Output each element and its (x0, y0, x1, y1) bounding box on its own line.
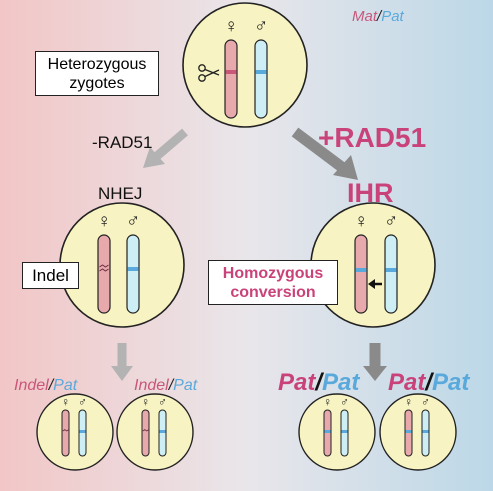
slash-text: / (315, 369, 323, 396)
conversion-arrow-icon (368, 279, 382, 289)
top-zygote-cell (182, 2, 308, 128)
male-symbol: ♂ (421, 395, 430, 409)
pat-text: Pat (53, 377, 78, 394)
pat-pat-label-2: Pat/Pat (388, 371, 469, 395)
box-line-2: conversion (230, 284, 316, 301)
paternal-target-locus (127, 267, 139, 271)
ihr-cell (310, 202, 436, 328)
nhej-cell (59, 202, 185, 328)
heterozygous-zygotes-box: Heterozygous zygotes (35, 51, 159, 96)
converted-locus (355, 268, 367, 272)
pat-maternal-text: Pat (278, 369, 316, 396)
pat-text: Pat (381, 8, 404, 25)
maternal-chromosome (97, 234, 111, 314)
indel-pat-label-2: Indel/Pat (134, 378, 197, 394)
paternal-target-locus (255, 70, 267, 74)
minus-rad51-label: -RAD51 (92, 133, 153, 152)
mat-text: Mat (352, 8, 378, 25)
ihr-title: IHR (347, 178, 394, 208)
paternal-chromosome (126, 234, 140, 314)
female-symbol: ♀ (404, 395, 413, 409)
male-symbol: ♂ (158, 395, 167, 409)
maternal-target-locus (225, 70, 237, 74)
pat-maternal-text: Pat (388, 369, 426, 396)
mat-pat-label: Mat/Pat (352, 9, 404, 24)
slash-text: / (425, 369, 433, 396)
pat-pat-cell-2 (379, 393, 457, 471)
maternal-chromosome (224, 39, 238, 119)
pat-pat-cell-1 (298, 393, 376, 471)
female-symbol: ♀ (141, 395, 150, 409)
indel-mark (99, 264, 109, 272)
female-symbol: ♀ (61, 395, 70, 409)
female-symbol: ♀ (224, 16, 239, 37)
male-symbol: ♂ (126, 211, 141, 232)
indel-pat-cell-2 (116, 393, 194, 471)
female-symbol: ♀ (97, 211, 112, 232)
pat-text: Pat (173, 377, 198, 394)
indel-pat-label-1: Indel/Pat (14, 378, 77, 394)
scissors-icon (198, 64, 220, 82)
indel-pat-cell-1 (36, 393, 114, 471)
maternal-chromosome (354, 234, 368, 314)
male-symbol: ♂ (384, 211, 399, 232)
box-line-1: Heterozygous (47, 56, 147, 73)
male-symbol: ♂ (254, 16, 269, 37)
indel-text: Indel (14, 377, 49, 394)
male-symbol: ♂ (78, 395, 87, 409)
slash-text: / (168, 377, 174, 394)
arrow-minus-rad51 (143, 128, 188, 168)
homozygous-conversion-box: Homozygous conversion (208, 260, 338, 305)
pat-paternal-text: Pat (432, 369, 470, 396)
pat-paternal-text: Pat (322, 369, 360, 396)
arrow-plus-rad51 (291, 127, 358, 180)
paternal-target-locus (385, 268, 397, 272)
plus-rad51-label: +RAD51 (318, 122, 427, 153)
male-symbol: ♂ (340, 395, 349, 409)
pat-pat-label-1: Pat/Pat (278, 371, 359, 395)
indel-box: Indel (22, 262, 79, 289)
female-symbol: ♀ (354, 211, 369, 232)
nhej-title: NHEJ (98, 184, 143, 203)
paternal-chromosome (384, 234, 398, 314)
box-line-2: zygotes (69, 75, 125, 92)
female-symbol: ♀ (323, 395, 332, 409)
arrow-nhej-outcome (111, 343, 133, 381)
slash-text: / (377, 8, 382, 25)
indel-text: Indel (134, 377, 169, 394)
paternal-chromosome (254, 39, 268, 119)
box-line-1: Homozygous (222, 265, 324, 282)
arrow-ihr-outcome (363, 343, 387, 381)
slash-text: / (48, 377, 54, 394)
